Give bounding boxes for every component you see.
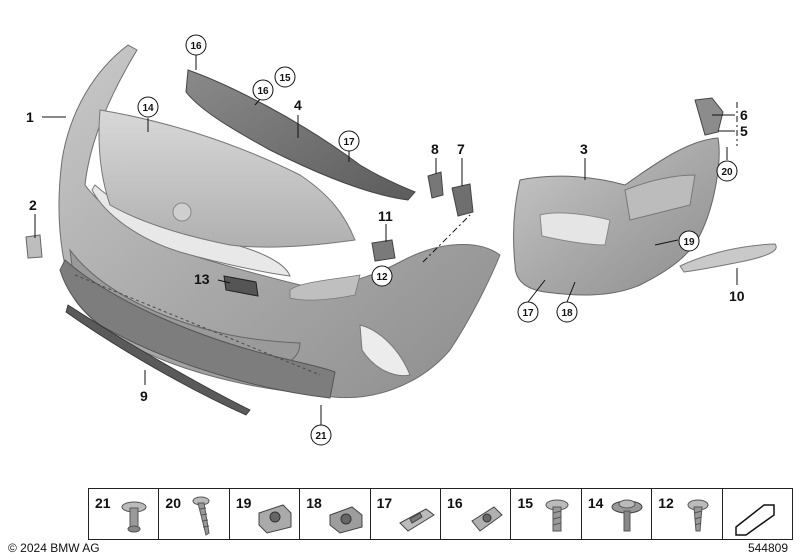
svg-text:21: 21 (315, 431, 327, 442)
svg-text:16: 16 (257, 86, 269, 97)
svg-text:20: 20 (721, 167, 733, 178)
circled-callout-20: 20 (716, 160, 738, 182)
legend-number: 14 (587, 495, 604, 511)
legend-cell-14: 14 (582, 489, 653, 539)
direction-arrow-icon (735, 504, 775, 536)
bracket-8 (427, 171, 444, 199)
callout-10: 10 (729, 288, 745, 304)
circled-callout-15: 15 (274, 66, 296, 88)
circled-callout-18: 18 (556, 301, 578, 323)
legend-cell-20: 20 (159, 489, 230, 539)
legend-cell-12: 12 (652, 489, 723, 539)
callout-9: 9 (140, 388, 148, 404)
circled-callout-16-top: 16 (185, 34, 207, 56)
diagram-number: 544809 (747, 541, 788, 555)
washer-screw-icon (611, 499, 643, 532)
callout-7: 7 (457, 141, 465, 157)
circled-callout-21: 21 (310, 424, 332, 446)
circled-callout-12: 12 (371, 265, 393, 287)
callout-3: 3 (580, 141, 588, 157)
legend-cell-21: 21 (89, 489, 160, 539)
circled-callout-19: 19 (678, 230, 700, 252)
callout-13: 13 (194, 271, 210, 287)
circled-callout-17-upper: 17 (338, 130, 360, 152)
legend-cell-18: 18 (300, 489, 371, 539)
legend-cell-arrow (723, 489, 792, 539)
upper-cover-panel (98, 109, 356, 248)
callout-4: 4 (294, 97, 302, 113)
circled-callout-17-lower: 17 (517, 301, 539, 323)
lower-grille-strip (59, 259, 336, 399)
clip-nut-icon (329, 506, 363, 534)
svg-text:14: 14 (142, 103, 154, 114)
callout-6: 6 (740, 107, 748, 123)
svg-text:12: 12 (376, 272, 388, 283)
sensor-13 (223, 275, 259, 297)
legend-cell-16: 16 (441, 489, 512, 539)
callout-1: 1 (26, 109, 34, 125)
svg-text:17: 17 (343, 137, 355, 148)
circled-callout-16-mid: 16 (252, 79, 274, 101)
callout-2: 2 (29, 197, 37, 213)
svg-text:19: 19 (683, 237, 695, 248)
svg-text:18: 18 (561, 308, 573, 319)
cap-2 (25, 234, 43, 259)
tapping-screw-icon (687, 499, 709, 532)
callout-8: 8 (431, 141, 439, 157)
legend-number: 19 (235, 495, 252, 511)
callout-11: 11 (378, 208, 393, 224)
legend-number: 17 (376, 495, 393, 511)
screw-long-icon (192, 496, 210, 536)
carrier-beam (185, 69, 416, 201)
legend-number: 20 (165, 495, 181, 511)
legend-number: 16 (447, 495, 463, 511)
push-rivet-icon (121, 501, 147, 533)
legend-cell-19: 19 (230, 489, 301, 539)
spoiler-lip (65, 304, 251, 416)
legend-number: 15 (517, 495, 534, 511)
flange-screw-icon (545, 499, 569, 532)
spring-clip-icon (399, 508, 435, 532)
bracket-11 (371, 239, 396, 262)
leader-lines (34, 54, 738, 425)
legend-number: 18 (306, 495, 322, 511)
svg-text:15: 15 (279, 73, 291, 84)
fastener-legend: 21 20 19 18 17 1 (88, 488, 793, 540)
legend-number: 12 (658, 495, 674, 511)
speed-nut-icon (471, 506, 504, 532)
legend-cell-17: 17 (371, 489, 442, 539)
copyright-text: © 2024 BMW AG (8, 541, 100, 555)
trim-strip-10 (679, 243, 777, 273)
svg-text:16: 16 (190, 41, 202, 52)
svg-text:17: 17 (522, 308, 534, 319)
clip-5-6 (694, 97, 724, 136)
circled-callout-14: 14 (137, 96, 159, 118)
legend-number: 21 (95, 495, 111, 511)
bracket-7 (451, 183, 474, 217)
callout-5: 5 (740, 123, 748, 139)
legend-cell-15: 15 (511, 489, 582, 539)
clip-nut-icon (258, 504, 292, 534)
